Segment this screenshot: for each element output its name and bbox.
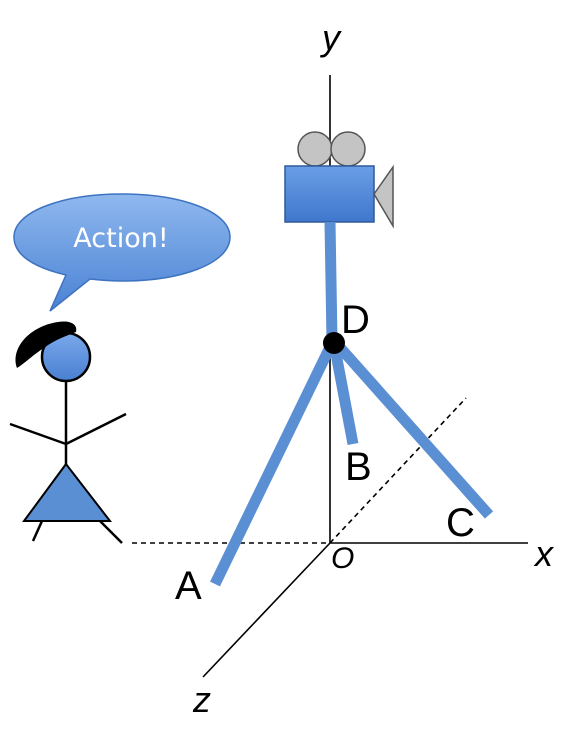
point-d-marker (323, 332, 345, 354)
camera (284, 131, 394, 229)
point-a-label: A (175, 564, 202, 608)
director-dress (22, 462, 113, 522)
camera-lens (373, 164, 394, 229)
point-d-label: D (341, 298, 370, 342)
tripod-leg-a (210, 340, 337, 587)
beret-hat-icon (15, 321, 77, 368)
tripod-mast (324, 221, 338, 342)
z-axis-negative-dashed (329, 397, 467, 544)
z-axis-label: z (192, 679, 211, 720)
x-axis-label: x (533, 533, 555, 574)
point-c-label: C (446, 501, 475, 545)
point-b-label: B (345, 445, 372, 489)
camera-body (284, 165, 375, 223)
film-reel-left (297, 131, 333, 167)
y-axis-label: y (319, 17, 342, 58)
tripod-leg-c (331, 339, 494, 519)
speech-bubble-shape (13, 193, 231, 312)
origin-label: O (331, 542, 354, 575)
tripod-leg-b (328, 341, 359, 446)
director-right-arm (65, 412, 127, 446)
z-axis (202, 542, 331, 678)
tripod (210, 221, 494, 587)
speech-bubble-text: Action! (73, 223, 168, 254)
director-left-arm (9, 422, 67, 446)
director-left-leg (31, 520, 44, 542)
director-figure (9, 321, 127, 544)
film-reel-right (330, 131, 366, 167)
speech-bubble: Action! (13, 193, 231, 312)
director-right-leg (99, 520, 123, 544)
labels: y x z O A B C D (175, 17, 555, 720)
